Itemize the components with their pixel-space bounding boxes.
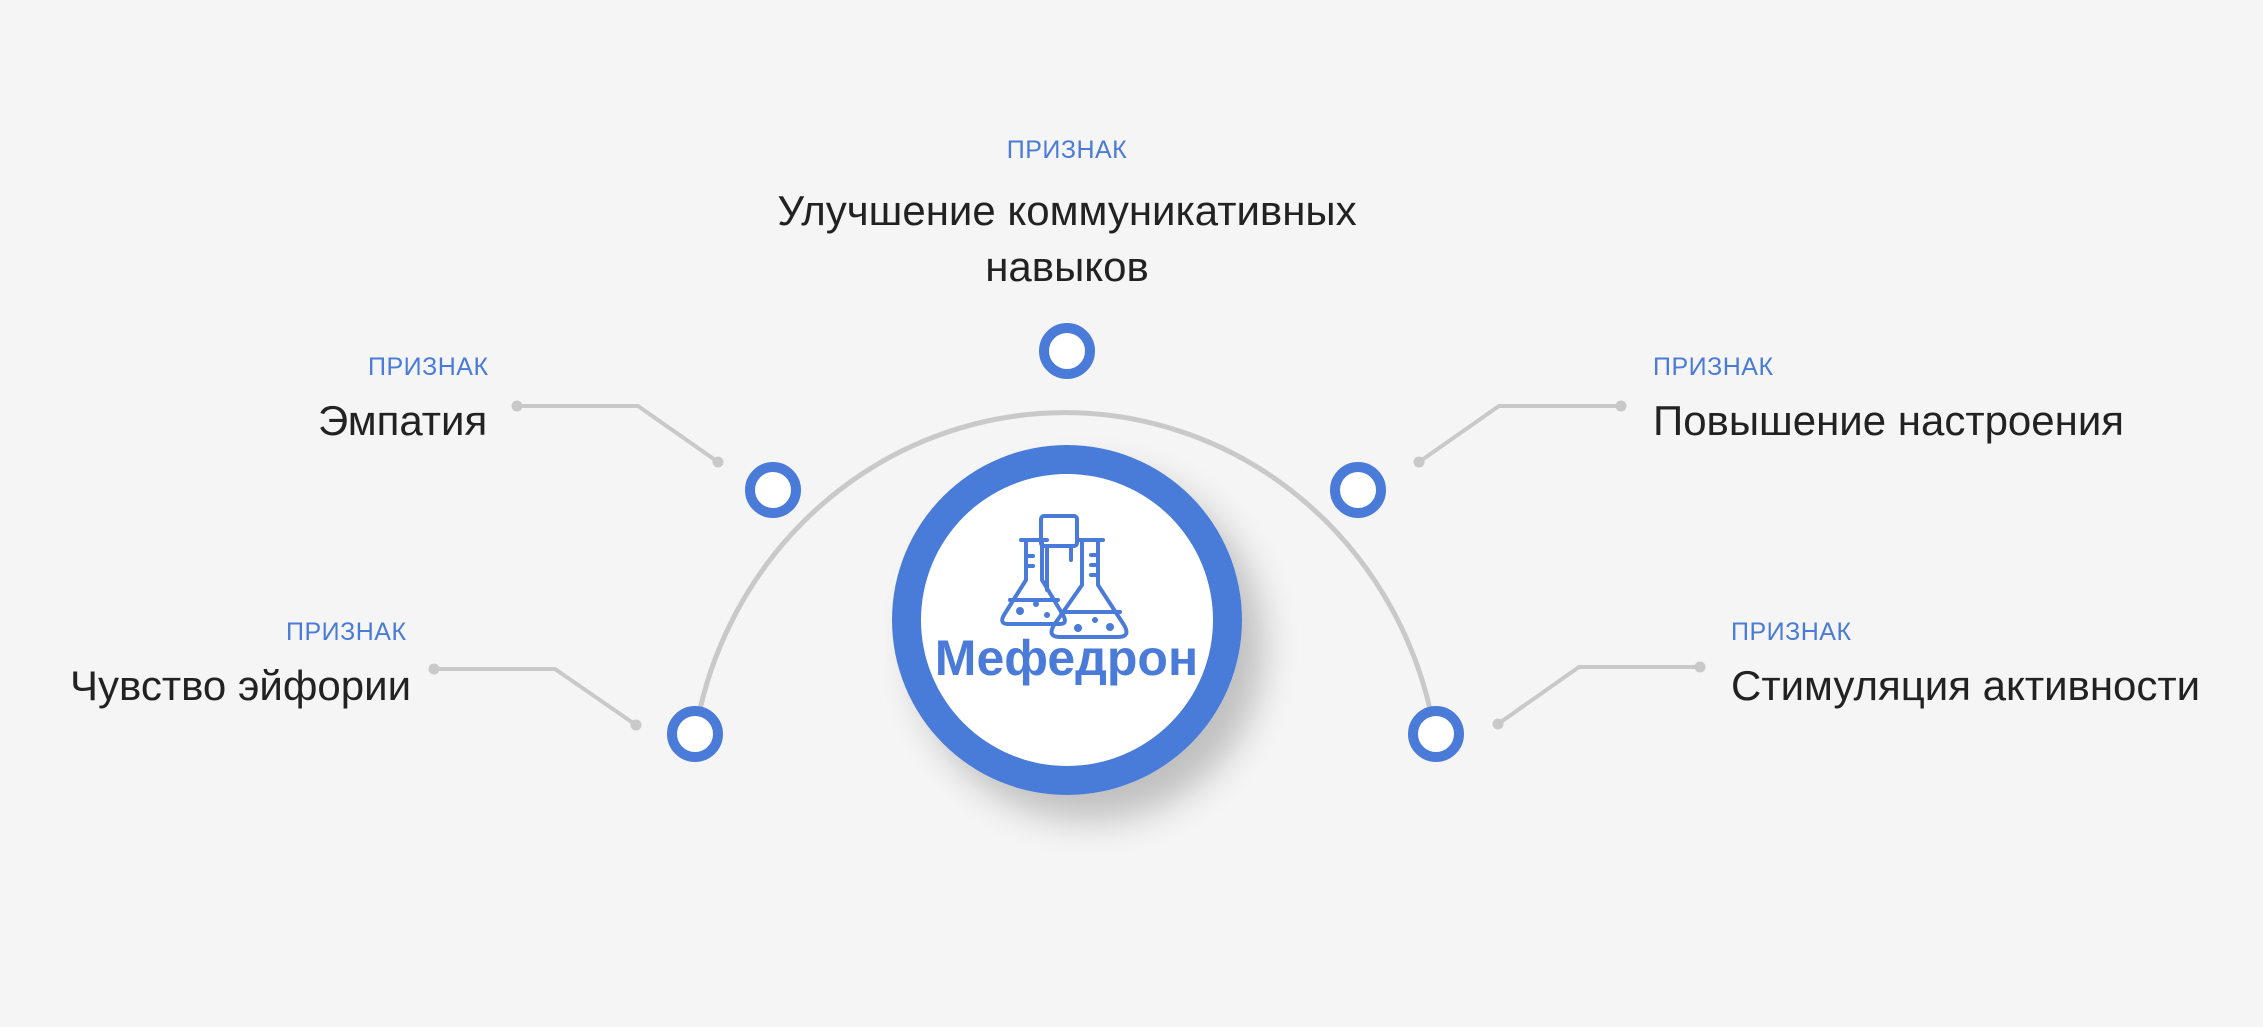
feature-title-line2: навыков: [985, 243, 1149, 290]
connector-dot: [1694, 661, 1706, 673]
feature-kicker: ПРИЗНАК: [1731, 618, 1852, 646]
center-hub-inner: [921, 474, 1213, 766]
feature-kicker: ПРИЗНАК: [1653, 353, 1774, 381]
center-label: Мефедрон: [934, 630, 1199, 686]
connector-dot: [428, 663, 440, 675]
main-arc: [692, 410, 1438, 736]
connector-left-upper: [517, 404, 720, 464]
connector-dot: [511, 400, 523, 412]
connector-dot: [712, 456, 724, 468]
feature-right-lower: ПРИЗНАК Стимуляция активности: [1731, 620, 2200, 714]
feature-right-upper: ПРИЗНАК Повышение настроения: [1653, 355, 2124, 449]
feature-title: Повышение настроения: [1653, 397, 2125, 444]
feature-kicker: ПРИЗНАК: [286, 618, 407, 646]
connector-right-lower: [1496, 665, 1700, 726]
feature-title-line1: Улучшение коммуникативных: [777, 187, 1357, 234]
node-right-lower: [1408, 706, 1464, 762]
connector-left-lower: [434, 667, 638, 727]
connector-dot: [630, 719, 642, 731]
feature-title: Эмпатия: [318, 397, 488, 444]
connector-dot: [1413, 456, 1425, 468]
feature-title: Чувство эйфории: [70, 662, 412, 709]
connector-dot: [1615, 400, 1627, 412]
node-right-upper: [1330, 462, 1386, 518]
feature-left-upper: ПРИЗНАК Эмпатия: [318, 355, 489, 449]
node-left-upper: [745, 462, 801, 518]
node-left-lower: [667, 706, 723, 762]
connector-right-upper: [1417, 404, 1621, 464]
flask-icon: [1000, 514, 1129, 639]
node-top: [1039, 323, 1095, 379]
feature-title: Стимуляция активности: [1731, 662, 2201, 709]
feature-left-lower: ПРИЗНАК Чувство эйфории: [70, 620, 411, 714]
flask-bubbles: [1016, 601, 1114, 632]
connector-dot: [1492, 718, 1504, 730]
feature-top: ПРИЗНАК Улучшение коммуникативных навыко…: [0, 138, 2134, 295]
feature-kicker: ПРИЗНАК: [368, 353, 489, 381]
feature-kicker: ПРИЗНАК: [1006, 136, 1128, 164]
